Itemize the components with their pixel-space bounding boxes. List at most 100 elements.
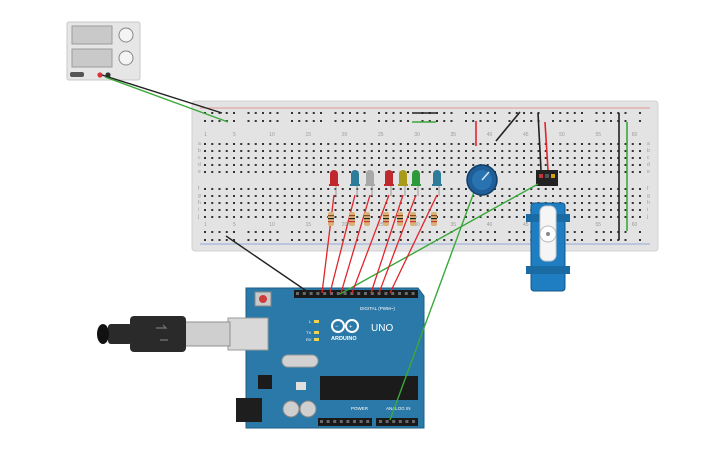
breadboard-hole[interactable] (378, 143, 380, 145)
breadboard-hole[interactable] (378, 239, 380, 241)
breadboard-hole[interactable] (457, 143, 460, 145)
breadboard-hole[interactable] (610, 188, 612, 190)
breadboard-hole[interactable] (370, 157, 373, 159)
breadboard-hole[interactable] (472, 231, 475, 233)
digital-pin[interactable] (404, 292, 408, 295)
breadboard-hole[interactable] (349, 188, 351, 190)
wires[interactable] (101, 74, 628, 421)
breadboard-hole[interactable] (233, 120, 235, 122)
breadboard-hole[interactable] (602, 239, 605, 241)
breadboard-hole[interactable] (392, 239, 395, 241)
breadboard-hole[interactable] (211, 209, 214, 211)
breadboard-hole[interactable] (566, 231, 569, 233)
breadboard-hole[interactable] (356, 150, 359, 152)
breadboard-hole[interactable] (624, 209, 627, 211)
breadboard-hole[interactable] (523, 120, 525, 122)
breadboard-hole[interactable] (385, 195, 388, 197)
breadboard-hole[interactable] (486, 143, 489, 145)
breadboard-hole[interactable] (428, 171, 431, 173)
breadboard-hole[interactable] (399, 209, 402, 211)
breadboard-hole[interactable] (610, 150, 612, 152)
breadboard-hole[interactable] (501, 143, 504, 145)
breadboard-hole[interactable] (320, 112, 322, 114)
breadboard-hole[interactable] (233, 188, 235, 190)
breadboard-hole[interactable] (312, 188, 315, 190)
breadboard-hole[interactable] (559, 195, 562, 197)
breadboard-hole[interactable] (414, 150, 417, 152)
breadboard-hole[interactable] (298, 202, 301, 204)
breadboard-hole[interactable] (320, 120, 322, 122)
breadboard-hole[interactable] (443, 216, 446, 218)
breadboard-hole[interactable] (298, 239, 301, 241)
breadboard-hole[interactable] (291, 195, 293, 197)
breadboard-hole[interactable] (479, 209, 482, 211)
breadboard-hole[interactable] (218, 202, 221, 204)
breadboard-hole[interactable] (566, 195, 569, 197)
breadboard-hole[interactable] (291, 188, 293, 190)
led-signal-wire[interactable] (370, 194, 404, 294)
breadboard-hole[interactable] (211, 171, 214, 173)
voltage-knob[interactable] (118, 27, 134, 43)
breadboard-hole[interactable] (428, 120, 431, 122)
breadboard-hole[interactable] (385, 209, 388, 211)
breadboard-hole[interactable] (559, 188, 562, 190)
breadboard-hole[interactable] (233, 209, 235, 211)
breadboard-hole[interactable] (254, 202, 257, 204)
breadboard-hole[interactable] (247, 112, 250, 114)
breadboard-hole[interactable] (312, 164, 315, 166)
breadboard-hole[interactable] (588, 164, 591, 166)
breadboard-hole[interactable] (254, 112, 257, 114)
breadboard-hole[interactable] (385, 239, 388, 241)
breadboard-hole[interactable] (247, 157, 250, 159)
breadboard-hole[interactable] (269, 112, 272, 114)
breadboard-hole[interactable] (595, 143, 598, 145)
breadboard-hole[interactable] (305, 239, 308, 241)
breadboard-hole[interactable] (298, 231, 301, 233)
breadboard-hole[interactable] (602, 171, 605, 173)
breadboard-hole[interactable] (341, 157, 344, 159)
breadboard-hole[interactable] (494, 112, 496, 114)
breadboard-hole[interactable] (211, 164, 214, 166)
breadboard-hole[interactable] (494, 231, 496, 233)
breadboard-hole[interactable] (211, 216, 214, 218)
breadboard-hole[interactable] (515, 171, 518, 173)
breadboard-hole[interactable] (349, 150, 351, 152)
breadboard-hole[interactable] (211, 143, 214, 145)
breadboard-hole[interactable] (283, 209, 286, 211)
breadboard-hole[interactable] (392, 157, 395, 159)
breadboard-hole[interactable] (486, 157, 489, 159)
breadboard-hole[interactable] (559, 164, 562, 166)
breadboard-hole[interactable] (428, 216, 431, 218)
breadboard-hole[interactable] (320, 164, 322, 166)
breadboard-hole[interactable] (334, 164, 337, 166)
breadboard-hole[interactable] (298, 143, 301, 145)
breadboard-hole[interactable] (204, 239, 206, 241)
breadboard-hole[interactable] (581, 231, 583, 233)
breadboard-hole[interactable] (595, 202, 598, 204)
breadboard-hole[interactable] (356, 164, 359, 166)
breadboard-hole[interactable] (559, 112, 562, 114)
breadboard-hole[interactable] (276, 209, 279, 211)
breadboard-hole[interactable] (573, 143, 576, 145)
breadboard-hole[interactable] (399, 188, 402, 190)
breadboard-hole[interactable] (494, 188, 496, 190)
breadboard-hole[interactable] (378, 157, 380, 159)
breadboard-hole[interactable] (320, 171, 322, 173)
breadboard-hole[interactable] (595, 150, 598, 152)
breadboard-hole[interactable] (378, 150, 380, 152)
breadboard-hole[interactable] (298, 195, 301, 197)
breadboard-hole[interactable] (378, 120, 380, 122)
breadboard-hole[interactable] (624, 171, 627, 173)
led-signal-wire[interactable] (340, 194, 371, 294)
breadboard-hole[interactable] (385, 231, 388, 233)
breadboard-hole[interactable] (262, 120, 264, 122)
breadboard-hole[interactable] (544, 195, 547, 197)
digital-pin[interactable] (377, 292, 381, 295)
breadboard-hole[interactable] (573, 150, 576, 152)
breadboard-hole[interactable] (225, 216, 228, 218)
breadboard-hole[interactable] (385, 112, 388, 114)
breadboard-hole[interactable] (602, 202, 605, 204)
breadboard-hole[interactable] (595, 157, 598, 159)
breadboard-hole[interactable] (385, 120, 388, 122)
breadboard-hole[interactable] (269, 150, 272, 152)
